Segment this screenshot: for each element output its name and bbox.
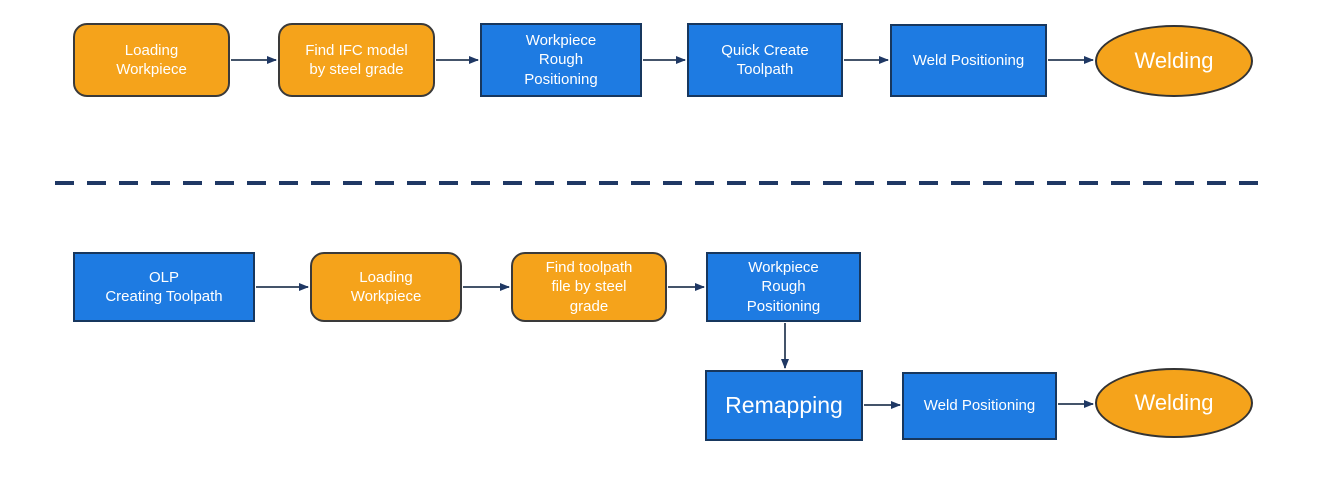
node-quick-create-toolpath: Quick Create Toolpath (687, 23, 843, 97)
node-workpiece-rough-positioning: Workpiece Rough Positioning (480, 23, 642, 97)
node-remapping: Remapping (705, 370, 863, 441)
node-welding-2: Welding (1095, 368, 1253, 438)
node-find-toolpath-file: Find toolpath file by steel grade (511, 252, 667, 322)
node-weld-positioning: Weld Positioning (890, 24, 1047, 97)
node-welding: Welding (1095, 25, 1253, 97)
node-loading-workpiece: Loading Workpiece (73, 23, 230, 97)
node-loading-workpiece-2: Loading Workpiece (310, 252, 462, 322)
node-weld-positioning-2: Weld Positioning (902, 372, 1057, 440)
node-workpiece-rough-positioning-2: Workpiece Rough Positioning (706, 252, 861, 322)
node-olp-creating-toolpath: OLP Creating Toolpath (73, 252, 255, 322)
node-find-ifc-model: Find IFC model by steel grade (278, 23, 435, 97)
